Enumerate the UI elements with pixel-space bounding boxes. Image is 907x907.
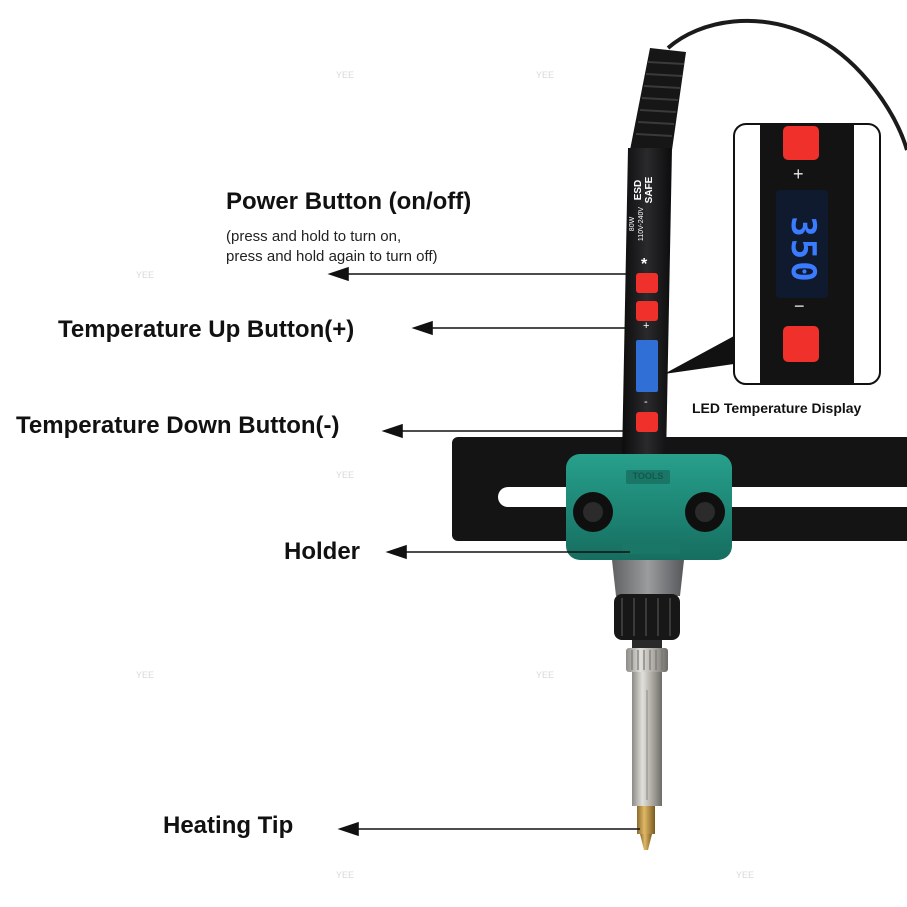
inset-led-digits: 350 <box>783 216 823 284</box>
watermark: YEE <box>736 870 755 880</box>
iron-power-text: 80W 110V-240V <box>628 196 652 252</box>
voltage-rating: 110V-240V <box>638 206 645 242</box>
watermark: YEE <box>336 470 355 480</box>
holder-label: Holder <box>284 538 361 565</box>
watermark: YEE <box>536 70 555 80</box>
inset-led-display <box>776 190 828 298</box>
power-button[interactable] <box>636 273 658 293</box>
inset-plus: + <box>793 164 804 184</box>
temp-up-label: Temperature Up Button(+) <box>58 316 355 343</box>
power-rating: 80W <box>629 216 636 232</box>
watermark: YEE <box>536 670 555 680</box>
holder-block <box>566 454 732 560</box>
heating-tip-label: Heating Tip <box>163 812 294 839</box>
led-display-label: LED Temperature Display <box>692 400 862 416</box>
watermark: YEE <box>136 670 155 680</box>
inset-temp-down-button[interactable] <box>783 326 819 362</box>
star-symbol: * <box>641 256 648 273</box>
watermark: YEE <box>336 70 355 80</box>
temp-down-label: Temperature Down Button(-) <box>16 412 340 439</box>
heating-tip <box>637 806 655 834</box>
power-button-desc-2: press and hold again to turn off) <box>226 248 438 265</box>
power-button-desc-1: (press and hold to turn on, <box>226 228 402 245</box>
arrows <box>327 266 640 837</box>
strain-relief-ribs <box>635 61 685 137</box>
power-cable <box>666 18 907 151</box>
knurled-nut <box>626 648 668 672</box>
led-display <box>636 340 658 392</box>
watermark: YEE <box>136 270 155 280</box>
minus-symbol: - <box>644 396 648 408</box>
temp-down-button[interactable] <box>636 412 658 432</box>
inset-pointer <box>664 336 734 374</box>
plus-symbol: + <box>643 320 650 332</box>
grey-collar <box>612 560 684 596</box>
holder-brand-text: TOOLS <box>632 471 664 481</box>
inset-power-button[interactable] <box>783 126 819 160</box>
power-button-label: Power Button (on/off) <box>226 188 472 215</box>
watermark: YEE <box>336 870 355 880</box>
inset-minus: − <box>794 296 805 316</box>
temp-up-button[interactable] <box>636 301 658 321</box>
